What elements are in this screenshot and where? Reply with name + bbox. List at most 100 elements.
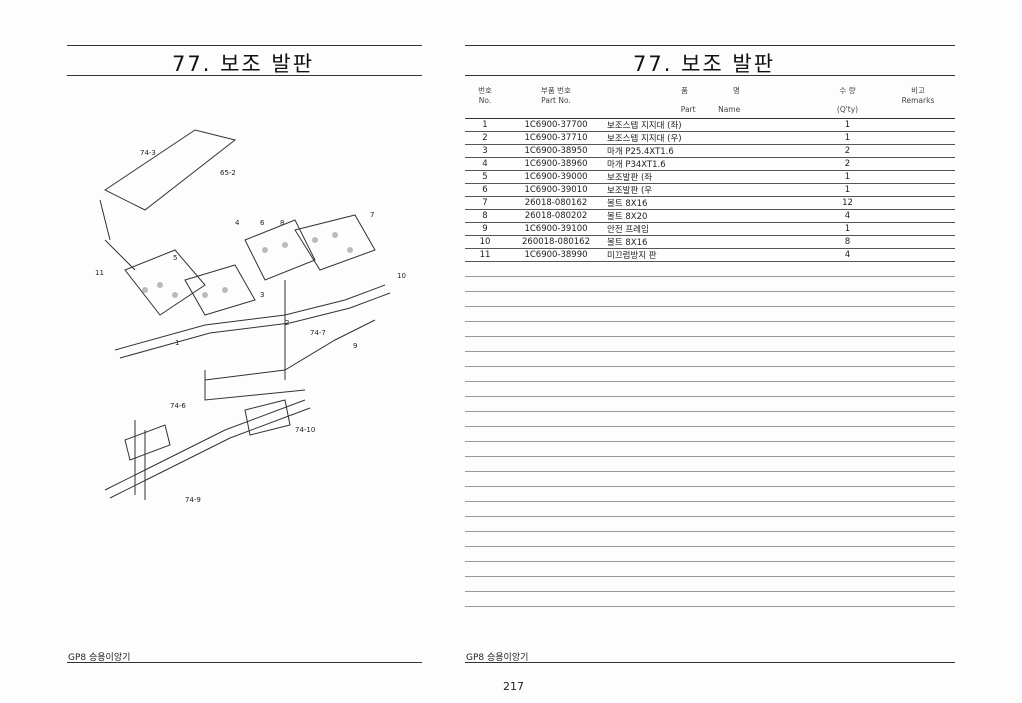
- divider: [67, 45, 422, 46]
- cell-no: 10: [465, 235, 505, 249]
- callout-label: 6: [260, 219, 265, 227]
- cell-name: 미끄럼방지 판: [607, 248, 814, 262]
- cell-no: 8: [465, 209, 505, 223]
- header-qty: 수 량(Q'ty): [836, 86, 859, 114]
- empty-row: [465, 426, 955, 442]
- cell-qty: 1: [814, 118, 881, 132]
- cell-qty: 2: [814, 157, 881, 171]
- empty-row: [465, 276, 955, 292]
- cell-qty: 4: [814, 209, 881, 223]
- page-number: 217: [503, 680, 524, 693]
- cell-qty: 1: [814, 131, 881, 145]
- cell-remarks: [881, 248, 955, 262]
- empty-row: [465, 261, 955, 277]
- empty-row: [465, 546, 955, 562]
- cell-no: 5: [465, 170, 505, 184]
- callout-label: 8: [280, 219, 284, 227]
- cell-part-no: 26018-080202: [505, 209, 607, 223]
- callout-label: 7: [370, 211, 374, 219]
- cell-name: 볼트 8X16: [607, 196, 814, 210]
- cell-remarks: [881, 131, 955, 145]
- left-page-title: 77. 보조 발판: [172, 52, 315, 76]
- cell-part-no: 1C6900-38950: [505, 144, 607, 158]
- cell-part-no: 260018-080162: [505, 235, 607, 249]
- parts-diagram: 74-3 65-2 4 6 8 7 3 10 5 1 2 9 11 74-7 7…: [95, 129, 406, 504]
- right-footer: GP8 승용이앙기: [466, 653, 529, 663]
- callout-label: 4: [235, 219, 240, 227]
- callout-label: 3: [260, 291, 264, 299]
- cell-part-no: 1C6900-39100: [505, 222, 607, 236]
- cell-part-no: 1C6900-37700: [505, 118, 607, 132]
- empty-row: [465, 486, 955, 502]
- cell-name: 볼트 8X20: [607, 209, 814, 223]
- cell-name: 보조스텝 지지대 (우): [607, 131, 814, 145]
- cell-no: 7: [465, 196, 505, 210]
- empty-row: [465, 306, 955, 322]
- divider: [465, 662, 955, 663]
- cell-remarks: [881, 235, 955, 249]
- callout-label: 10: [397, 272, 406, 280]
- empty-row: [465, 351, 955, 367]
- empty-row: [465, 591, 955, 607]
- callout-label: 1: [175, 339, 179, 347]
- cell-remarks: [881, 183, 955, 197]
- cell-part-no: 26018-080162: [505, 196, 607, 210]
- empty-row: [465, 396, 955, 412]
- cell-qty: 1: [814, 170, 881, 184]
- cell-remarks: [881, 196, 955, 210]
- cell-no: 1: [465, 118, 505, 132]
- cell-name: 마개 P25.4XT1.6: [607, 144, 814, 158]
- divider: [465, 75, 955, 76]
- callout-label: 2: [285, 319, 289, 327]
- empty-row: [465, 411, 955, 427]
- callout-label: 11: [95, 269, 104, 277]
- cell-remarks: [881, 209, 955, 223]
- cell-name: 보조발판 (좌: [607, 170, 814, 184]
- empty-row: [465, 321, 955, 337]
- empty-row: [465, 471, 955, 487]
- cell-name: 안전 프레임: [607, 222, 814, 236]
- left-footer: GP8 승용이앙기: [68, 653, 131, 663]
- cell-no: 6: [465, 183, 505, 197]
- cell-part-no: 1C6900-37710: [505, 131, 607, 145]
- cell-qty: 1: [814, 183, 881, 197]
- divider: [67, 75, 422, 76]
- cell-qty: 2: [814, 144, 881, 158]
- cell-qty: 4: [814, 248, 881, 262]
- empty-row: [465, 456, 955, 472]
- empty-row: [465, 291, 955, 307]
- cell-no: 4: [465, 157, 505, 171]
- cell-qty: 1: [814, 222, 881, 236]
- cell-no: 9: [465, 222, 505, 236]
- cell-part-no: 1C6900-38990: [505, 248, 607, 262]
- cell-name: 마개 P34XT1.6: [607, 157, 814, 171]
- callout-label: 74-7: [310, 329, 326, 337]
- cell-no: 2: [465, 131, 505, 145]
- empty-row: [465, 501, 955, 517]
- divider: [67, 662, 422, 663]
- cell-no: 3: [465, 144, 505, 158]
- callout-label: 65-2: [220, 169, 236, 177]
- empty-row: [465, 531, 955, 547]
- cell-name: 보조발판 (우: [607, 183, 814, 197]
- callout-label: 5: [173, 254, 177, 262]
- empty-row: [465, 516, 955, 532]
- cell-part-no: 1C6900-39000: [505, 170, 607, 184]
- callout-label: 74-10: [295, 426, 315, 434]
- cell-name: 볼트 8X16: [607, 235, 814, 249]
- callout-label: 74-6: [170, 402, 186, 410]
- callout-label: 74-9: [185, 496, 201, 504]
- right-page-title: 77. 보조 발판: [633, 52, 776, 76]
- empty-row: [465, 561, 955, 577]
- callout-label: 74-3: [140, 149, 156, 157]
